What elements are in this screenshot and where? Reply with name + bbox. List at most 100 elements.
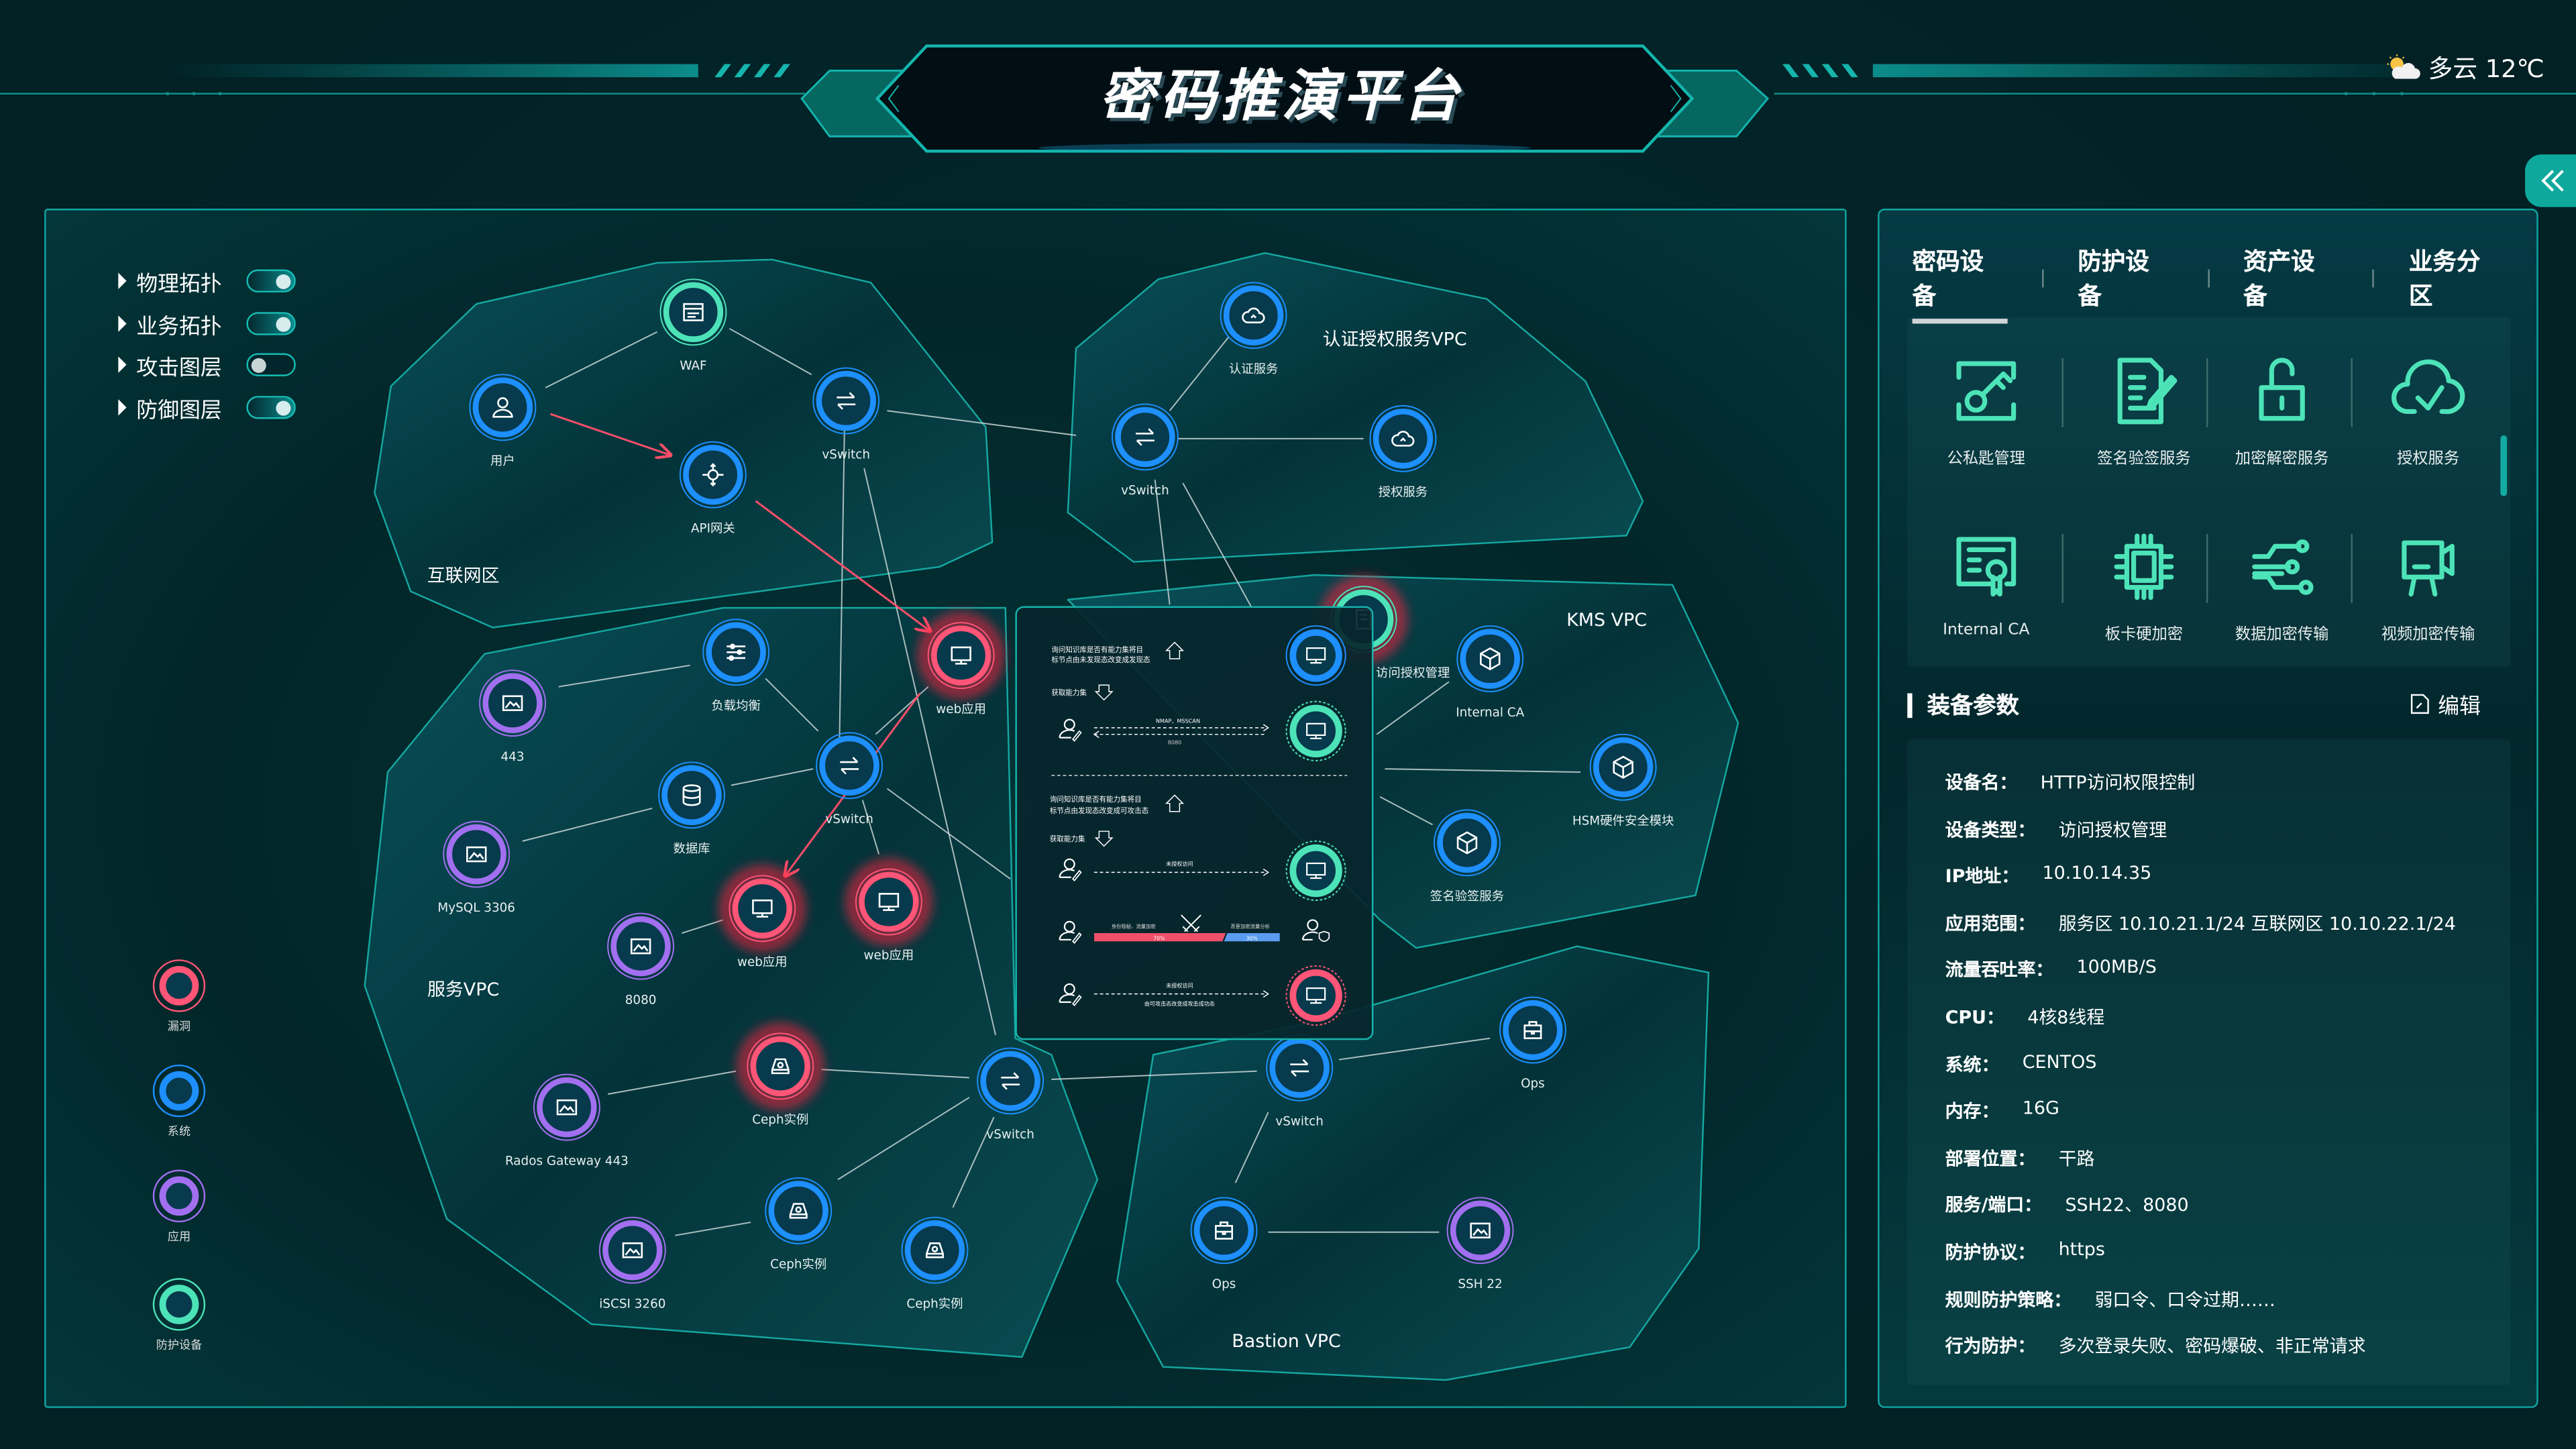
node-vs4[interactable]: vSwitch (977, 1047, 1044, 1142)
node-sign[interactable]: 签名验签服务 (1430, 809, 1504, 904)
toggle-business-topology[interactable] (246, 312, 296, 335)
param-row: 设备名：HTTP访问权限控制 (1945, 769, 2196, 795)
node-iscsi[interactable]: iSCSI 3260 (598, 1216, 666, 1311)
tab-protection-devices[interactable]: 防护设备 (2078, 250, 2149, 311)
node-api[interactable]: API网关 (679, 441, 747, 536)
node-rados[interactable]: Rados Gateway 443 (505, 1073, 629, 1169)
topology-link (682, 919, 723, 934)
param-value: 干路 (2058, 1148, 2095, 1170)
node-label: web应用 (737, 955, 788, 969)
grid-divider (2351, 533, 2353, 603)
node-waf[interactable]: WAF (659, 278, 727, 373)
param-label: 应用范围： (1945, 913, 2036, 934)
node-web3[interactable]: web应用 (847, 861, 930, 963)
node-vs1[interactable]: vSwitch (812, 367, 880, 462)
node-label: HSM硬件安全模块 (1572, 814, 1674, 828)
device-item[interactable]: 公私匙管理 (1911, 350, 2061, 468)
tab-crypto-devices[interactable]: 密码设备 (1912, 243, 2007, 324)
param-label: IP地址： (1945, 866, 2020, 888)
node-label: vSwitch (1275, 1115, 1324, 1129)
param-label: CPU： (1945, 1007, 2004, 1029)
step1-fetch-label: 获取能力集 (1051, 688, 1087, 697)
node-p8080[interactable]: 8080 (607, 912, 675, 1008)
upload-arrow-icon (1165, 794, 1185, 812)
switch-icon (1001, 1072, 1020, 1090)
param-label: 设备类型： (1945, 819, 2036, 841)
attacker-icon (1059, 920, 1082, 944)
edit-icon (2410, 694, 2429, 714)
param-row: CPU：4核8线程 (1945, 1004, 2105, 1030)
device-item[interactable]: 数据加密传输 (2206, 526, 2357, 644)
image-icon (502, 695, 523, 711)
node-mysql[interactable]: MySQL 3306 (437, 820, 515, 915)
user-icon (492, 397, 513, 418)
defense-label: 恶意加密流量分析 (1230, 924, 1270, 930)
cube-icon (1613, 755, 1633, 779)
page-title: 密码推演平台 (1099, 64, 1464, 130)
node-ica[interactable]: Internal CA (1456, 625, 1525, 720)
param-value: SSH22、8080 (2065, 1195, 2189, 1217)
node-label: web应用 (864, 949, 914, 963)
node-label: Ops (1212, 1277, 1236, 1291)
disk-icon (771, 1058, 790, 1075)
monitor-icon (752, 899, 773, 918)
device-label: 公私匙管理 (1947, 450, 2025, 468)
node-user[interactable]: 用户 (469, 374, 537, 468)
toggle-defense-layer[interactable] (246, 396, 296, 419)
param-label: 行为防护： (1945, 1336, 2036, 1358)
node-db[interactable]: 数据库 (658, 761, 725, 856)
attack-percent: 70% (1153, 935, 1165, 941)
node-vs3[interactable]: vSwitch (816, 732, 883, 826)
upload-arrow-icon (1165, 641, 1185, 659)
zone-label: 服务VPC (427, 979, 499, 1000)
target-node-system (1285, 625, 1346, 686)
topology-link (1385, 768, 1580, 773)
attack-path-arrow (755, 500, 930, 631)
toggle-attack-layer[interactable] (246, 353, 296, 376)
node-authsvc[interactable]: 认证服务 (1220, 282, 1287, 376)
section-title-text: 装备参数 (1927, 693, 2019, 720)
device-item[interactable]: 板卡硬加密 (2068, 526, 2219, 644)
topology-link (1379, 796, 1433, 826)
device-tabs: 密码设备 防护设备 资产设备 业务分区 (1912, 243, 2504, 324)
node-vs2[interactable]: vSwitch (1111, 403, 1179, 498)
topology-link (1234, 1112, 1269, 1183)
tab-business-zones[interactable]: 业务分区 (2408, 250, 2481, 311)
topology-link (837, 1097, 970, 1181)
attack-bar (1094, 933, 1226, 942)
device-item[interactable]: 加密解密服务 (2206, 350, 2357, 468)
ops-icon (1215, 1221, 1234, 1240)
device-item[interactable]: 视频加密传输 (2353, 526, 2504, 644)
legend-system: 系统 (146, 1064, 212, 1140)
device-item[interactable]: 签名验签服务 (2068, 350, 2219, 468)
node-web1[interactable]: web应用 (920, 614, 1002, 716)
node-grantsvc[interactable]: 授权服务 (1369, 405, 1437, 500)
defender-icon (1301, 919, 1330, 943)
node-ops2[interactable]: Ops (1190, 1197, 1258, 1291)
toggle-physical-topology[interactable] (246, 269, 296, 292)
param-value: 访问授权管理 (2058, 819, 2167, 841)
attack-label: 身份隐秘、流量加密 (1112, 924, 1156, 930)
node-ceph2[interactable]: Ceph实例 (765, 1177, 833, 1272)
node-ssh[interactable]: SSH 22 (1446, 1197, 1514, 1291)
node-hsm[interactable]: HSM硬件安全模块 (1572, 733, 1674, 828)
topology-link (1338, 1037, 1491, 1061)
node-ceph1[interactable]: Ceph实例 (739, 1025, 822, 1128)
node-p443[interactable]: 443 (479, 669, 547, 764)
switch-icon (840, 757, 859, 775)
node-lb[interactable]: 负载均衡 (702, 619, 770, 713)
tab-asset-devices[interactable]: 资产设备 (2243, 250, 2315, 311)
device-item[interactable]: 授权服务 (2353, 350, 2504, 468)
device-item[interactable]: Internal CA (1911, 526, 2061, 639)
gateway-icon (702, 463, 724, 487)
node-ceph3[interactable]: Ceph实例 (901, 1216, 969, 1311)
param-value: 服务区 10.10.21.1/24 互联网区 10.10.22.1/24 (2058, 913, 2456, 934)
collapse-panel-button[interactable] (2525, 154, 2576, 207)
node-web2[interactable]: web应用 (721, 867, 804, 969)
node-vs5[interactable]: vSwitch (1266, 1034, 1334, 1129)
node-ops1[interactable]: Ops (1499, 996, 1566, 1091)
param-row: 系统：CENTOS (1945, 1051, 2097, 1077)
scrollbar[interactable] (2500, 435, 2508, 496)
edit-button[interactable]: 编辑 (2410, 688, 2481, 720)
